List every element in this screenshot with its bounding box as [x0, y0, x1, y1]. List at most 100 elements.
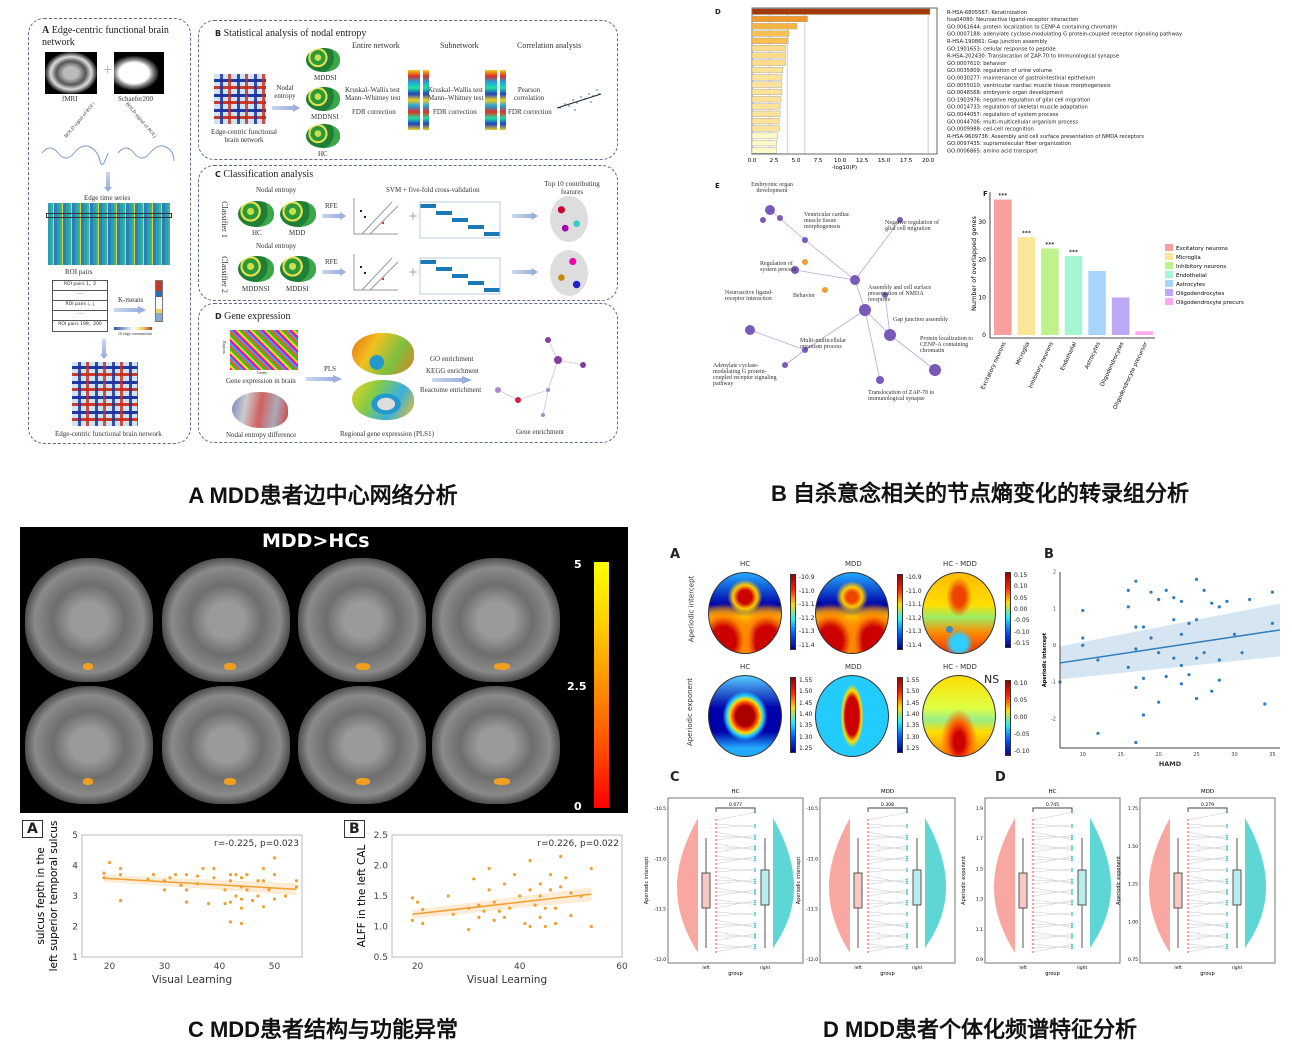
colorbar-tick: 1.35 — [906, 722, 920, 730]
data-point — [201, 866, 205, 871]
tick-label: 25 — [1193, 752, 1199, 758]
mw-test: Mann–Whitney test — [345, 94, 401, 102]
data-point — [1032, 855, 1034, 857]
paired-line — [1032, 944, 1073, 953]
data-point — [715, 823, 717, 825]
paired-line — [867, 823, 908, 828]
activation-cluster — [83, 663, 93, 670]
data-point — [867, 871, 869, 873]
data-point — [223, 888, 227, 892]
data-point — [1226, 943, 1228, 946]
data-point — [1032, 883, 1034, 885]
paired-line — [1187, 887, 1228, 895]
data-point — [1032, 827, 1034, 829]
data-point — [1032, 943, 1034, 945]
data-point — [754, 935, 756, 937]
bar-label: GO:0044706: multi-multicellular organism… — [947, 119, 1078, 125]
data-point — [715, 915, 717, 917]
panel-letter: A — [22, 820, 43, 838]
data-point — [754, 857, 756, 860]
paired-line — [1187, 899, 1228, 905]
data-point — [715, 927, 717, 929]
data-point — [168, 876, 172, 880]
data-point — [1032, 867, 1034, 869]
paired-line — [867, 867, 908, 872]
panel-a-title: A Edge-centric functional brain network — [42, 25, 169, 48]
bar-label: GO:0009988: cell-cell recognition — [947, 127, 1034, 133]
roi-pairs-label: ROI pairs — [65, 268, 93, 276]
data-point — [239, 876, 244, 880]
data-point — [867, 839, 869, 841]
tick-label: 7.5 — [814, 158, 823, 164]
data-point — [1226, 901, 1228, 904]
data-point — [906, 870, 908, 872]
data-point — [906, 912, 908, 914]
data-point — [715, 887, 717, 889]
tick-label: 40 — [514, 962, 526, 972]
genes-axis: Genes — [257, 370, 267, 375]
data-point — [1187, 847, 1189, 849]
data-point — [906, 935, 908, 937]
b-matrix — [214, 74, 266, 124]
data-point — [1071, 838, 1073, 841]
bar — [751, 23, 798, 30]
category-label: Oligodendrocytes — [1100, 341, 1126, 387]
paired-line — [1032, 867, 1073, 872]
legend-swatch — [1165, 262, 1173, 269]
correlation-scatter-icon — [556, 89, 602, 111]
data-point — [754, 937, 756, 939]
paired-line — [1032, 943, 1073, 949]
data-point — [906, 857, 908, 860]
schaefer-atlas-image — [114, 52, 164, 94]
nodal-diff-label: Nodal entropy difference — [226, 431, 297, 439]
entropy-strip — [491, 70, 497, 130]
paired-line — [1187, 843, 1228, 851]
colorbar-tick: 5 — [574, 558, 582, 571]
plot-frame — [81, 834, 303, 958]
data-point — [502, 882, 507, 886]
plot-frame — [819, 797, 956, 964]
data-point — [1071, 933, 1073, 935]
density-left — [829, 818, 850, 953]
data-point — [1071, 903, 1073, 906]
data-point — [1071, 947, 1073, 950]
paired-line — [715, 911, 756, 916]
stats-label: r=0.226, p=0.022 — [537, 839, 619, 849]
paired-line — [715, 868, 756, 873]
colorbar-tick: 1.50 — [906, 688, 920, 696]
data-point — [715, 839, 717, 841]
data-point — [867, 923, 869, 925]
data-point — [1032, 891, 1034, 893]
colorbar-tick: 1.35 — [799, 722, 813, 730]
tick-label: 30 — [159, 962, 171, 972]
data-point — [1081, 608, 1085, 613]
colorbar — [790, 574, 796, 650]
data-point — [1187, 823, 1189, 825]
bar — [751, 125, 780, 132]
y-axis-label: Aperiodic intercept — [644, 857, 650, 905]
paired-line — [1187, 902, 1228, 905]
data-point — [754, 838, 756, 841]
data-point — [523, 921, 527, 926]
data-point — [1226, 945, 1228, 948]
paired-line — [1032, 923, 1073, 926]
caption-d: D MDD患者个体化频谱特征分析 — [822, 1017, 1138, 1042]
enrichment-network — [745, 205, 941, 384]
colorbar-tick: 0.10 — [1014, 680, 1028, 687]
colorbar-tick: -0.10 — [1014, 628, 1030, 636]
data-point — [415, 900, 420, 904]
right-arrow — [114, 306, 146, 314]
paired-line — [1187, 879, 1228, 882]
data-point — [1187, 867, 1189, 869]
data-point — [1081, 636, 1085, 640]
data-point — [715, 867, 717, 869]
paired-line — [867, 887, 908, 895]
data-point — [1081, 643, 1085, 647]
colorbar-tick: -11.1 — [906, 601, 922, 609]
data-point — [715, 879, 717, 881]
paired-line — [715, 835, 756, 841]
colorbar-tick: 0.05 — [1014, 594, 1028, 602]
colorbar — [897, 574, 903, 650]
data-point — [867, 863, 869, 865]
